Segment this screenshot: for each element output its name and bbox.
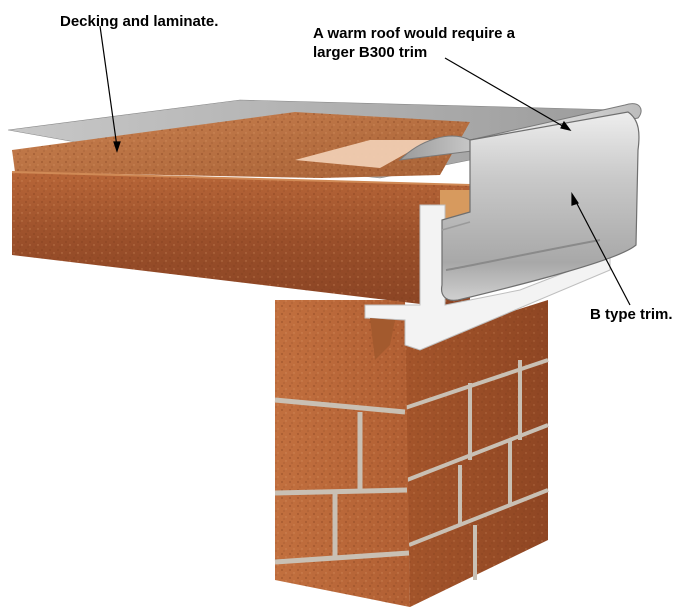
warm-roof-label-line2: larger B300 trim xyxy=(313,44,428,61)
fascia-profile xyxy=(364,204,611,351)
brick-front-mortar xyxy=(274,397,410,565)
decking-label: Decking and laminate. xyxy=(60,13,219,30)
b-type-trim xyxy=(440,111,640,301)
brick-side-mortar xyxy=(404,358,549,580)
laminate-strip xyxy=(295,140,430,168)
leader-lines xyxy=(99,25,631,306)
leader-decking xyxy=(99,25,118,148)
leader-b-type xyxy=(573,197,631,306)
arrowhead-warm-roof xyxy=(560,120,572,131)
arrowhead-b-type xyxy=(571,192,579,206)
b-type-trim-label: B type trim. xyxy=(590,306,673,323)
leader-warm-roof xyxy=(444,57,567,129)
arrowhead-decking xyxy=(113,141,121,153)
warm-roof-label-line1: A warm roof would require a xyxy=(313,25,515,42)
